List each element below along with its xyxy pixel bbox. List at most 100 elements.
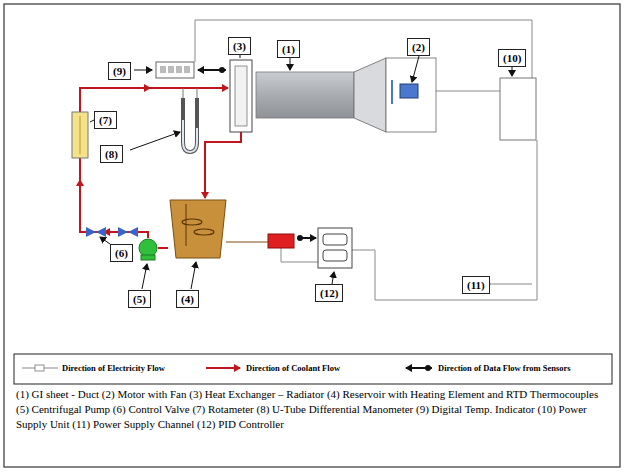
electric-wires (195, 20, 537, 300)
callout-box: (10) (498, 49, 526, 67)
leader-lines-part (134, 70, 152, 71)
leader-lines (90, 54, 512, 289)
callout-number: (12) (320, 287, 338, 299)
heater-controller (268, 234, 294, 248)
electric-wires-part (352, 140, 537, 300)
leader-lines-part (191, 262, 196, 289)
callout-box: (1) (277, 40, 300, 58)
power-supply-unit (500, 78, 536, 140)
callout-box: (11) (462, 276, 490, 294)
radiator (230, 60, 252, 132)
coolant-loop-part (104, 231, 120, 233)
callout-number: (4) (181, 293, 194, 305)
callout-number: (5) (133, 293, 146, 305)
coolant-loop-part (130, 87, 150, 89)
data-arrows-part (219, 67, 225, 73)
centrifugal-pump-part (141, 255, 155, 260)
fan-housing-part (386, 58, 436, 132)
callout-box: (4) (176, 290, 199, 308)
figure-caption: (1) GI sheet - Duct (2) Motor with Fan (… (16, 387, 612, 432)
electric-wires-part (490, 284, 532, 285)
callout-number: (11) (467, 279, 485, 291)
digital-temp-indicator-part (168, 66, 174, 73)
callout-number: (6) (115, 247, 128, 259)
control-valves-part (96, 227, 106, 237)
pid-controller (318, 228, 352, 268)
leader-lines-part (130, 132, 180, 150)
callout-box: (7) (94, 111, 117, 129)
reservoir-part (226, 242, 268, 243)
leader-lines-part (412, 56, 419, 82)
frame-part (14, 354, 612, 384)
callout-number: (7) (99, 114, 112, 126)
callout-box: (9) (108, 62, 131, 80)
leader-lines-part (100, 237, 110, 244)
callout-box: (3) (228, 37, 251, 55)
legend-samples-part (206, 367, 240, 369)
leader-lines-part (332, 272, 334, 284)
pid-controller-part (323, 234, 347, 245)
heater-controller-part (268, 234, 294, 248)
data-arrows (198, 67, 316, 241)
pid-controller-part (318, 228, 352, 268)
legend-label: Direction of Electricity Flow (62, 363, 165, 374)
callout-number: (8) (105, 148, 118, 160)
control-valves (86, 227, 138, 237)
rotameter (72, 112, 88, 158)
callout-number: (3) (233, 40, 246, 52)
gi-sheet-duct (256, 72, 354, 118)
legend-samples-part (425, 365, 431, 371)
leader-lines-part (512, 66, 513, 76)
control-valves-part (128, 227, 138, 237)
control-valves-part (86, 227, 96, 237)
frame-part (4, 4, 620, 467)
frame (4, 4, 620, 467)
centrifugal-pump-part (139, 239, 157, 257)
u-tube-manometer (183, 88, 197, 152)
reservoir-part (186, 204, 187, 246)
legend-label: Direction of Coolant Flow (246, 363, 340, 374)
gi-sheet-duct-part (256, 72, 354, 118)
control-valves-part (118, 227, 128, 237)
coolant-loop-part (158, 247, 168, 249)
callout-box: (2) (407, 38, 430, 56)
reservoir-part (170, 200, 226, 258)
digital-temp-indicator-part (184, 66, 190, 73)
power-supply-unit-part (500, 78, 536, 140)
digital-temp-indicator-part (156, 62, 194, 78)
rotameter-part (72, 112, 88, 158)
u-tube-manometer-part (183, 120, 197, 152)
fan-housing-part (400, 84, 418, 98)
u-tube-manometer-part (183, 98, 197, 152)
fan-housing-part (354, 58, 386, 132)
callout-number: (10) (503, 52, 521, 64)
data-arrows-part (297, 235, 303, 241)
coolant-loop-part (205, 132, 241, 198)
leader-lines-part (142, 264, 147, 289)
u-tube-manometer-part (197, 88, 198, 98)
u-tube-manometer-part (183, 88, 184, 98)
rotameter-part (80, 116, 81, 154)
callout-number: (9) (113, 65, 126, 77)
reservoir (170, 200, 268, 258)
callout-box: (5) (128, 290, 151, 308)
legend-samples-part (35, 365, 44, 371)
callout-box: (8) (100, 145, 123, 163)
callout-number: (1) (282, 43, 295, 55)
callout-number: (2) (412, 41, 425, 53)
digital-temp-indicator-part (160, 66, 166, 73)
digital-temp-indicator (156, 62, 194, 78)
radiator-part (230, 60, 252, 132)
coolant-loop-part (79, 180, 81, 200)
fan-housing (354, 58, 436, 132)
fan-housing-part (391, 80, 393, 104)
leader-lines-part (290, 58, 291, 70)
pid-controller-part (323, 250, 347, 261)
callout-box: (12) (315, 284, 343, 302)
callout-box: (6) (110, 244, 133, 262)
electric-wires-part (281, 248, 318, 262)
reservoir-part (194, 229, 214, 235)
digital-temp-indicator-part (176, 66, 182, 73)
